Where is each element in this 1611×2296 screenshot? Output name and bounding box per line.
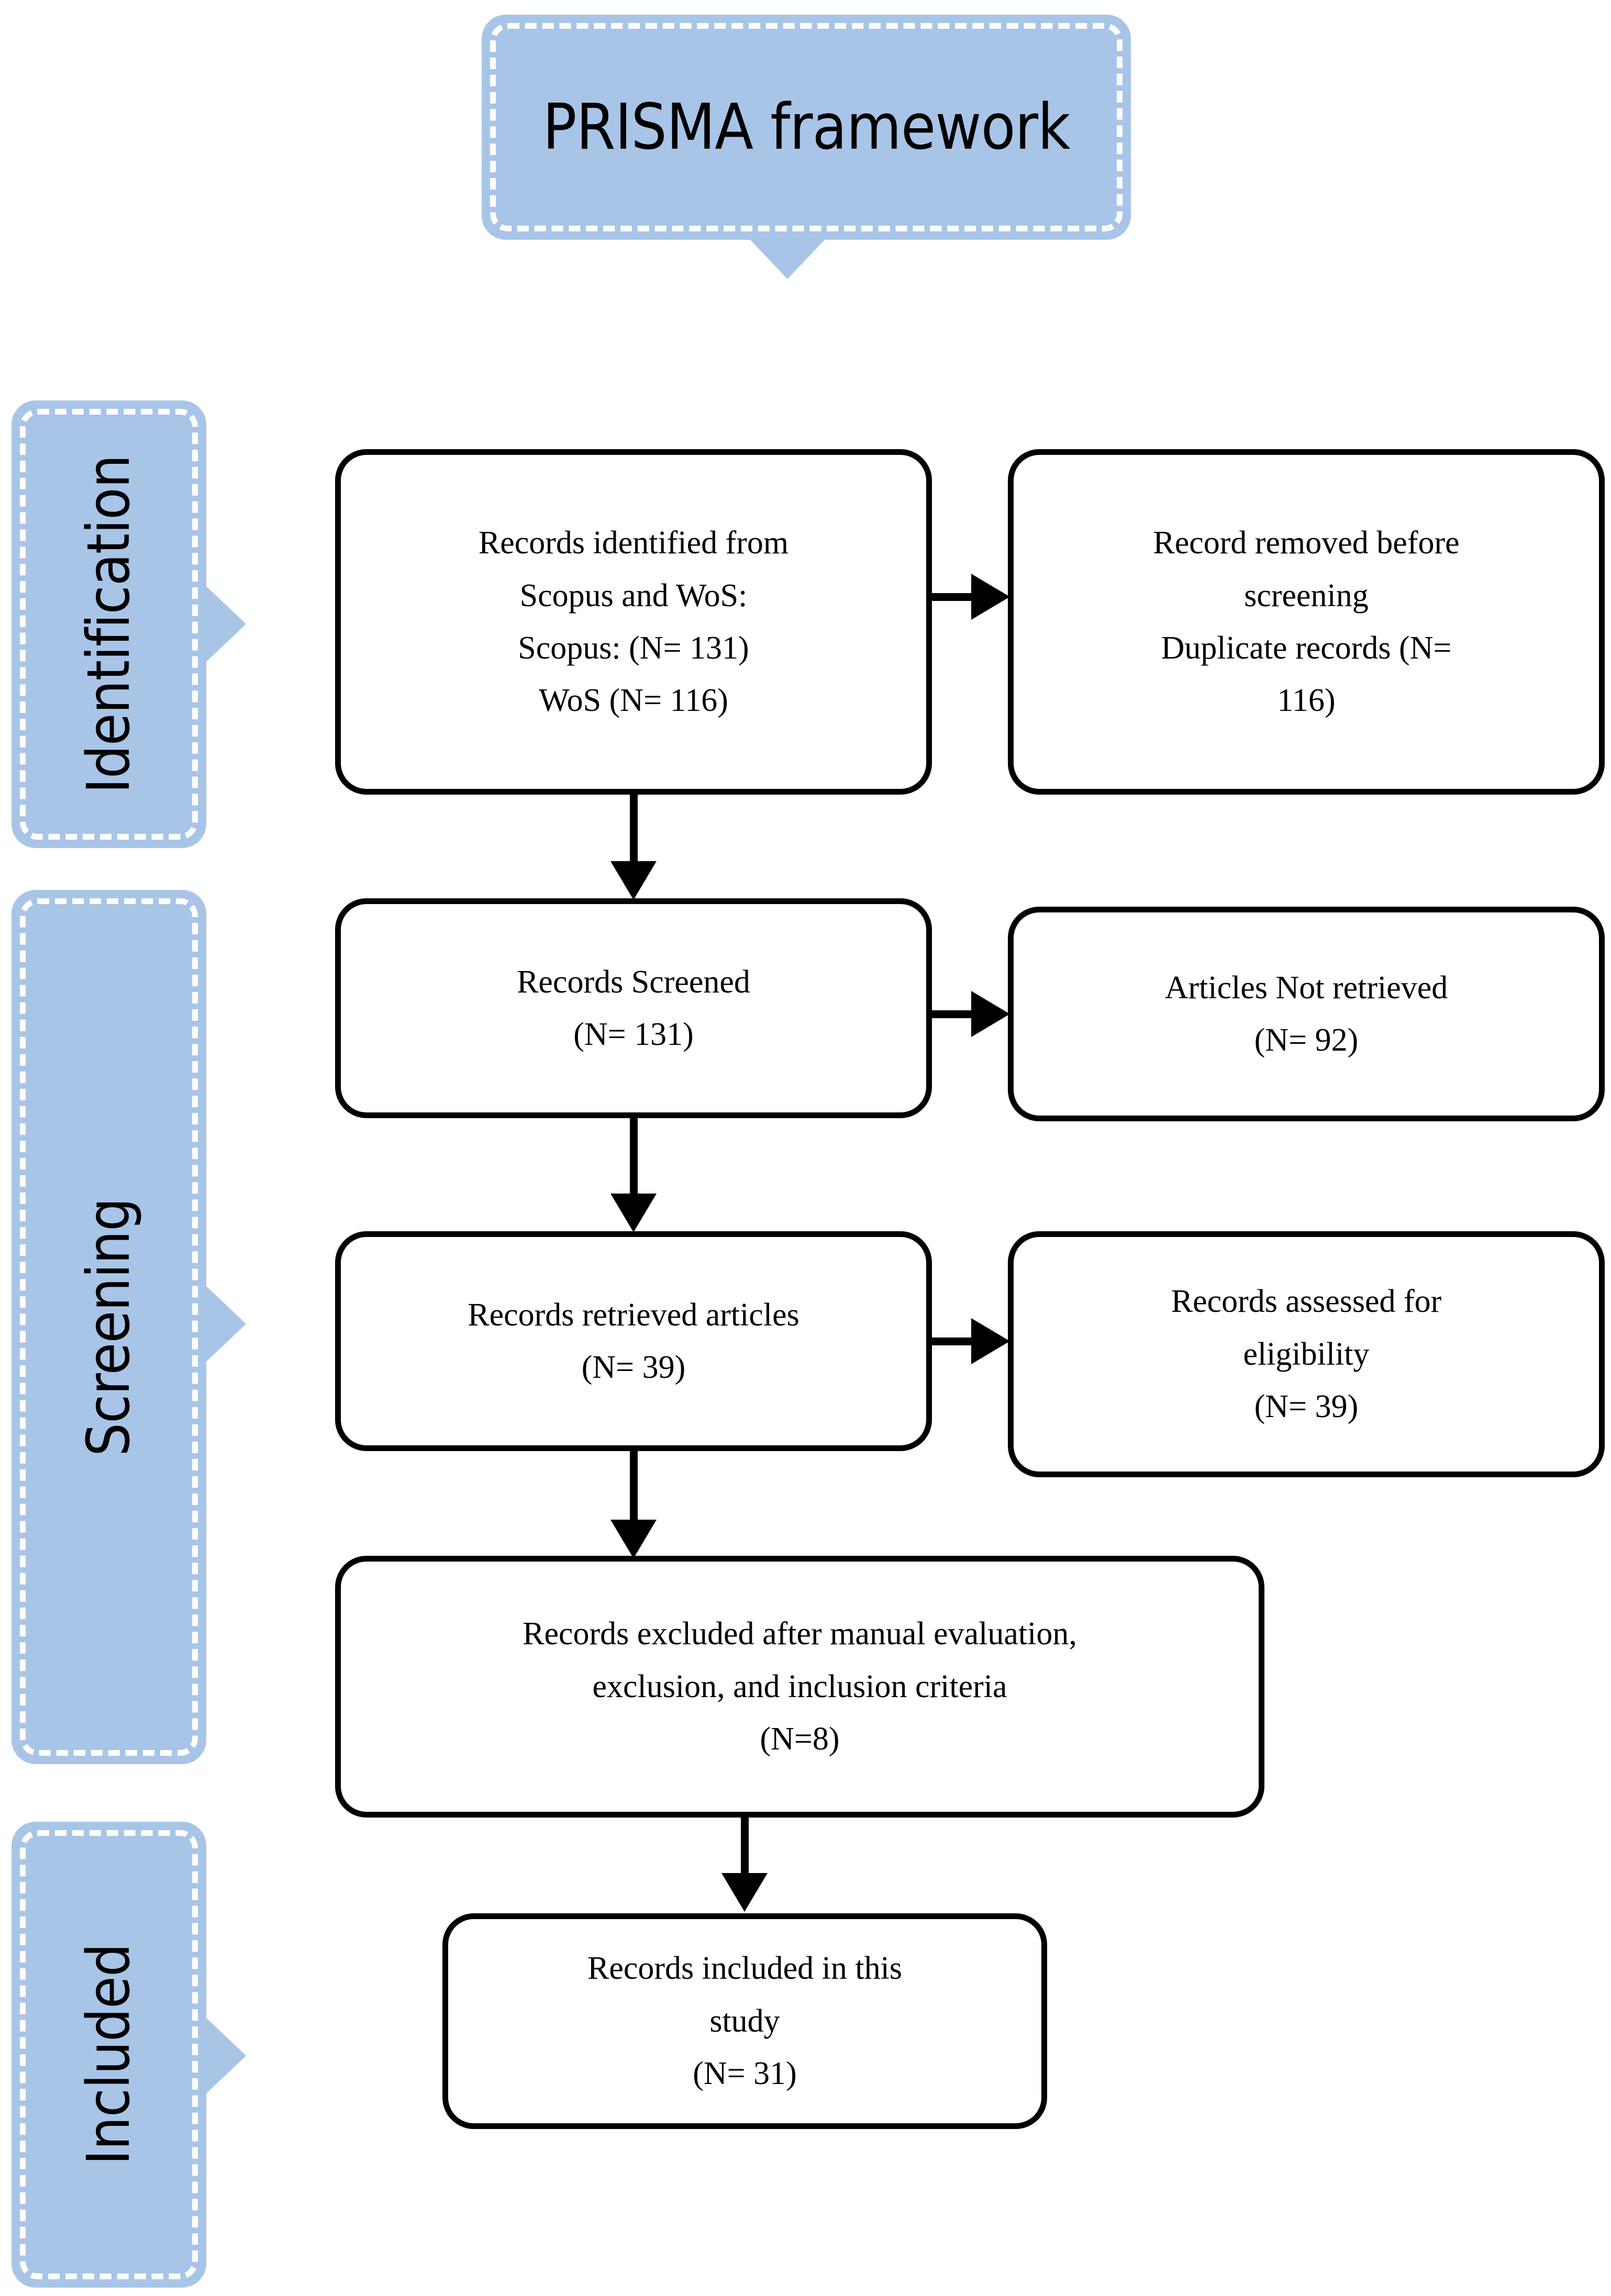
phase-label-included: Included xyxy=(75,1944,143,2166)
connector-retrieved-to-excluded-line xyxy=(630,1451,638,1522)
box-line: Articles Not retrieved xyxy=(1164,969,1448,1006)
box-line: exclusion, and inclusion criteria xyxy=(592,1668,1007,1704)
box-line: (N=8) xyxy=(760,1721,840,1757)
box-line: screening xyxy=(1244,577,1369,614)
arrow-right-icon xyxy=(971,574,1010,620)
box-line: (N= 131) xyxy=(573,1017,694,1052)
box-records-included-in-study: Records included in this study (N= 31) xyxy=(442,1913,1047,2129)
box-line: Scopus and WoS: xyxy=(519,577,748,614)
box-records-removed-before-screening: Record removed before screening Duplicat… xyxy=(1008,449,1605,795)
box-records-assessed-for-eligibility: Records assessed for eligibility (N= 39) xyxy=(1008,1231,1605,1477)
title-banner: PRISMA framework xyxy=(482,15,1131,240)
box-articles-not-retrieved: Articles Not retrieved (N= 92) xyxy=(1008,907,1605,1121)
box-line: WoS (N= 116) xyxy=(539,683,728,719)
phase-label-identification: Identification xyxy=(75,455,143,794)
phase-label-screening: Screening xyxy=(75,1198,143,1456)
box-line: Scopus: (N= 131) xyxy=(518,630,749,666)
box-line: eligibility xyxy=(1243,1336,1370,1372)
box-line: Record removed before xyxy=(1153,525,1460,561)
box-line: (N= 92) xyxy=(1254,1022,1359,1058)
connector-screened-to-retrieved-line xyxy=(630,1118,638,1196)
connector-identified-to-screened-line xyxy=(630,795,638,863)
box-line: Records Screened xyxy=(517,964,750,1000)
box-line: (N= 39) xyxy=(1254,1389,1359,1425)
screening-pointer-icon xyxy=(205,1285,246,1363)
box-line: (N= 39) xyxy=(581,1350,686,1385)
connector-excluded-to-included-line xyxy=(741,1818,749,1875)
box-records-identified: Records identified from Scopus and WoS: … xyxy=(335,449,932,795)
box-line: Records identified from xyxy=(478,525,789,561)
box-line: Duplicate records (N= xyxy=(1161,630,1452,666)
box-line: study xyxy=(709,2003,780,2039)
arrow-down-icon xyxy=(721,1873,768,1912)
phase-banner-included: Included xyxy=(12,1822,206,2288)
identification-pointer-icon xyxy=(205,585,246,663)
title-banner-pointer-icon xyxy=(749,238,826,279)
arrow-right-icon xyxy=(971,991,1010,1037)
phase-banner-screening: Screening xyxy=(12,890,206,1764)
box-records-excluded: Records excluded after manual evaluation… xyxy=(335,1556,1264,1818)
box-line: Records excluded after manual evaluation… xyxy=(523,1616,1077,1652)
box-line: Records assessed for xyxy=(1171,1284,1442,1320)
box-records-screened: Records Screened (N= 131) xyxy=(335,898,932,1118)
arrow-right-icon xyxy=(971,1318,1010,1364)
box-line: (N= 31) xyxy=(693,2056,797,2092)
arrow-down-icon xyxy=(610,861,657,900)
included-pointer-icon xyxy=(205,2017,246,2094)
box-line: Records included in this xyxy=(587,1951,902,1987)
box-line: Records retrieved articles xyxy=(468,1297,799,1333)
box-records-retrieved-articles: Records retrieved articles (N= 39) xyxy=(335,1231,932,1451)
phase-banner-identification: Identification xyxy=(12,400,206,848)
diagram-title: PRISMA framework xyxy=(542,91,1070,164)
arrow-down-icon xyxy=(610,1520,657,1558)
box-line: 116) xyxy=(1277,683,1336,719)
arrow-down-icon xyxy=(610,1194,657,1232)
